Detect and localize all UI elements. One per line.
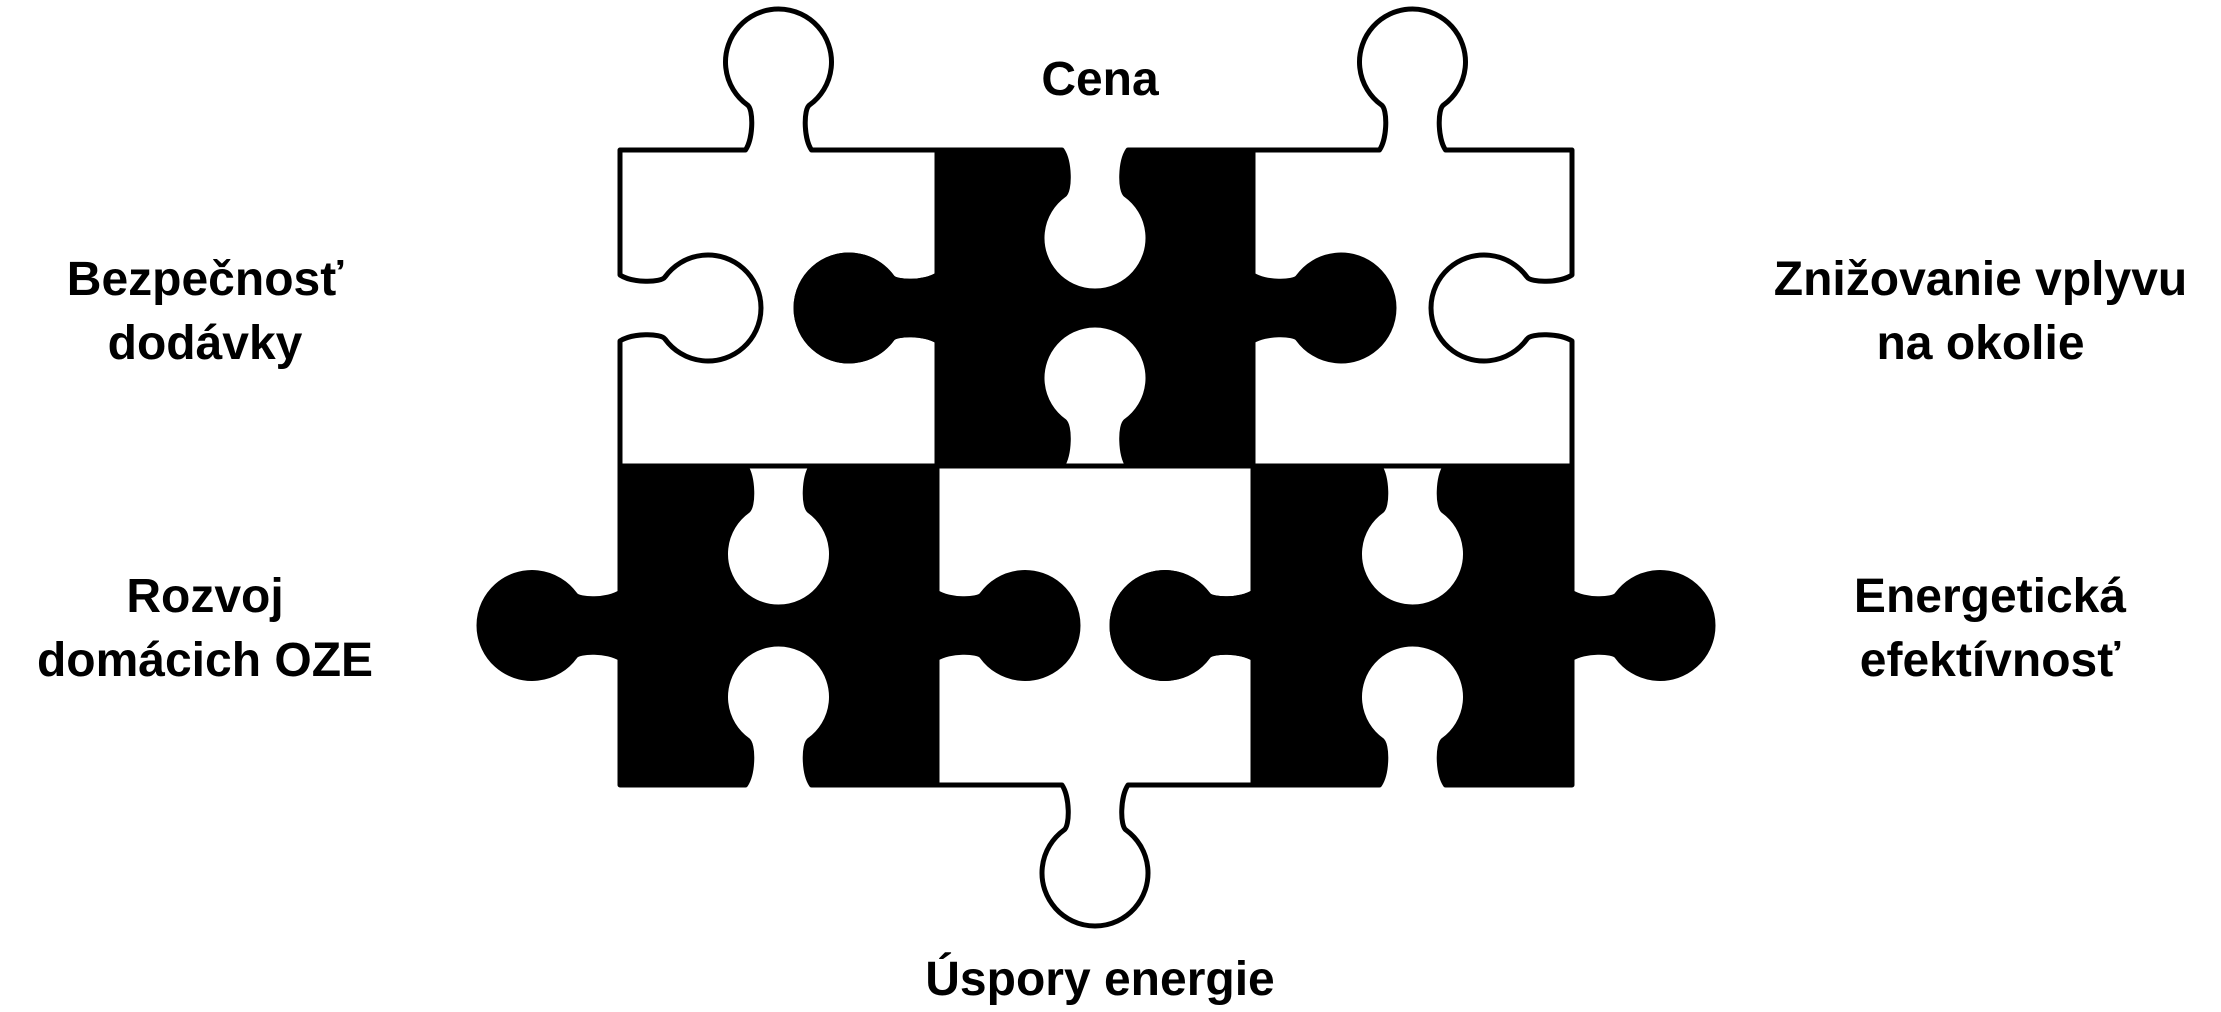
puzzle-piece-top-right xyxy=(1250,6,1575,469)
label-left-top-line-1: Bezpečnosť xyxy=(66,253,344,306)
label-left-top: Bezpečnosť dodávky xyxy=(0,248,410,376)
label-right-top-line-1: Znižovanie vplyvu xyxy=(1773,253,2188,306)
puzzle-piece-bottom-center xyxy=(934,463,1256,929)
label-right-top-line-2: na okolie xyxy=(1876,317,2085,370)
puzzle-piece-bottom-right xyxy=(1109,463,1716,788)
label-left-top-line-2: dodávky xyxy=(107,317,303,370)
label-right-top: Znižovanie vplyvu na okolie xyxy=(1740,248,2221,376)
label-right-bottom: Energetická efektívnosť xyxy=(1780,565,2200,693)
label-top: Cena xyxy=(960,48,1240,112)
label-bottom-line: Úspory energie xyxy=(925,953,1275,1006)
puzzle-pieces xyxy=(476,6,1716,929)
label-bottom: Úspory energie xyxy=(860,948,1340,1012)
label-right-bottom-line-1: Energetická xyxy=(1853,570,2127,623)
label-left-bottom: Rozvoj domácich OZE xyxy=(0,565,410,693)
label-top-line: Cena xyxy=(1041,53,1159,106)
label-left-bottom-line-1: Rozvoj xyxy=(126,570,284,623)
label-right-bottom-line-2: efektívnosť xyxy=(1859,634,2121,687)
label-left-bottom-line-2: domácich OZE xyxy=(36,634,374,687)
puzzle-piece-top-left xyxy=(617,6,940,469)
